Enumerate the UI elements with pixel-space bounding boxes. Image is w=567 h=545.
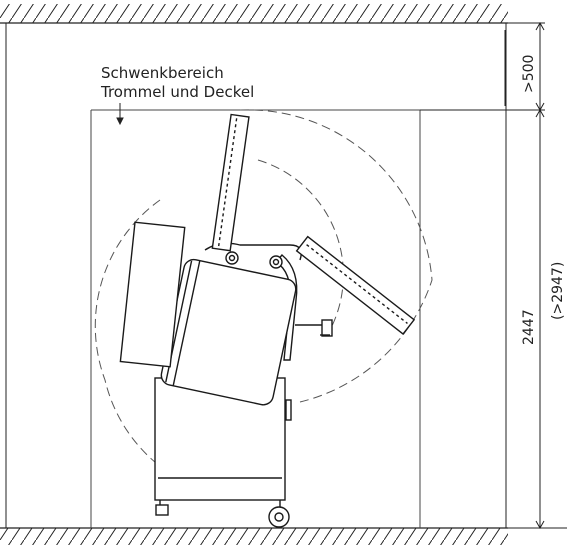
dimension-total-height: (>2947) [550,262,566,320]
lid-angled [295,235,416,335]
swing-area-label-line2: Trommel und Deckel [100,83,254,101]
floor-hatch [0,527,508,545]
swing-area-label-line1: Schwenkbereich [101,64,224,82]
swing-arcs [94,109,433,471]
label-arrow [116,103,124,126]
dimension-lines [420,21,567,530]
lid-upright [211,113,250,252]
ceiling-hatch [0,4,508,24]
dimension-height: 2447 [521,309,537,345]
dimension-top-clearance: >500 [521,55,537,93]
back-panel [119,221,186,368]
kettle-machine [119,113,416,528]
